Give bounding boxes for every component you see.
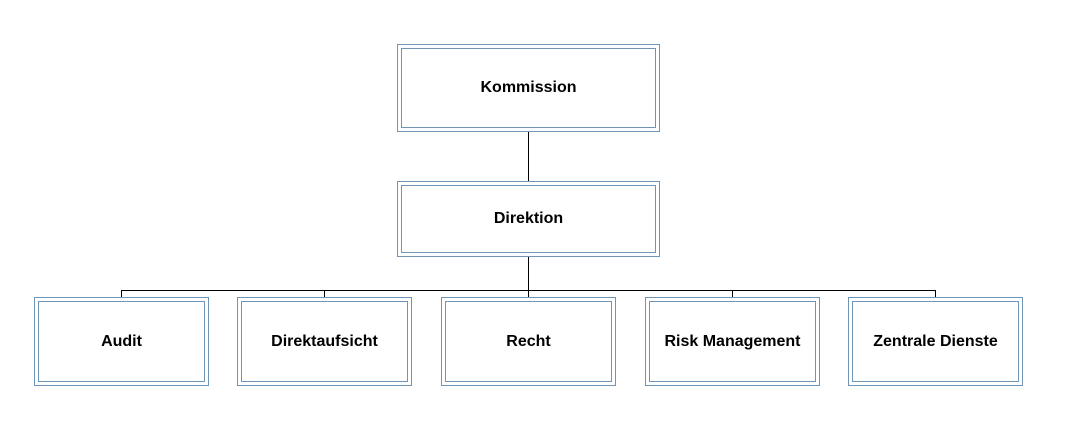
org-node-direktaufsicht: Direktaufsicht <box>237 297 412 386</box>
org-node-zentrale-dienste: Zentrale Dienste <box>848 297 1023 386</box>
org-node-label: Zentrale Dienste <box>873 332 998 350</box>
org-node-recht: Recht <box>441 297 616 386</box>
org-node-label: Risk Management <box>664 332 801 350</box>
org-node-label: Kommission <box>480 79 577 96</box>
org-node-label: Recht <box>506 332 551 350</box>
org-node-risk-management: Risk Management <box>645 297 820 386</box>
org-node-label: Audit <box>101 332 142 350</box>
org-node-label: Direktion <box>493 210 564 227</box>
org-node-direktion: Direktion <box>397 181 660 257</box>
org-node-audit: Audit <box>34 297 209 386</box>
org-node-label: Direktaufsicht <box>271 332 378 350</box>
org-node-kommission: Kommission <box>397 44 660 132</box>
